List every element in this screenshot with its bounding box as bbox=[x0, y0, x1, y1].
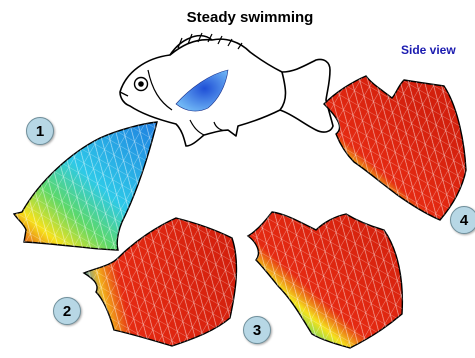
fin-surface-3 bbox=[248, 212, 402, 348]
stage-badge-3: 3 bbox=[243, 316, 271, 344]
stage-badge-2: 2 bbox=[53, 297, 81, 325]
fin-surface-4 bbox=[324, 76, 466, 220]
stage-badge-4: 4 bbox=[450, 206, 475, 234]
stage-badge-1: 1 bbox=[26, 117, 54, 145]
